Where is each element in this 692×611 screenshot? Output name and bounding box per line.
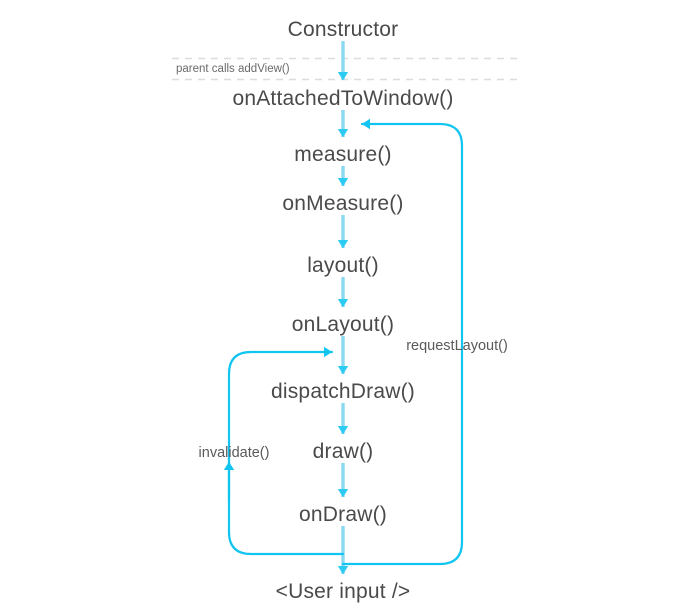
- node-draw: draw(): [312, 440, 374, 463]
- node-on-draw: onDraw(): [299, 503, 387, 526]
- node-user-input: <User input />: [275, 580, 411, 603]
- node-layout: layout(): [307, 254, 379, 277]
- edge-label-invalidate: invalidate(): [198, 445, 270, 461]
- node-dispatch-draw: dispatchDraw(): [270, 380, 416, 403]
- invalidate-loop: [227, 346, 345, 556]
- node-constructor: Constructor: [287, 18, 399, 41]
- edge-label-request-layout: requestLayout(): [406, 338, 508, 354]
- request-layout-loop: [341, 118, 464, 566]
- node-on-measure: onMeasure(): [282, 192, 404, 215]
- node-on-attached-to-window: onAttachedToWindow(): [232, 87, 454, 110]
- node-on-layout: onLayout(): [291, 313, 395, 336]
- band-label-parent-calls-addview: parent calls addView(): [176, 63, 290, 75]
- node-measure: measure(): [294, 143, 392, 166]
